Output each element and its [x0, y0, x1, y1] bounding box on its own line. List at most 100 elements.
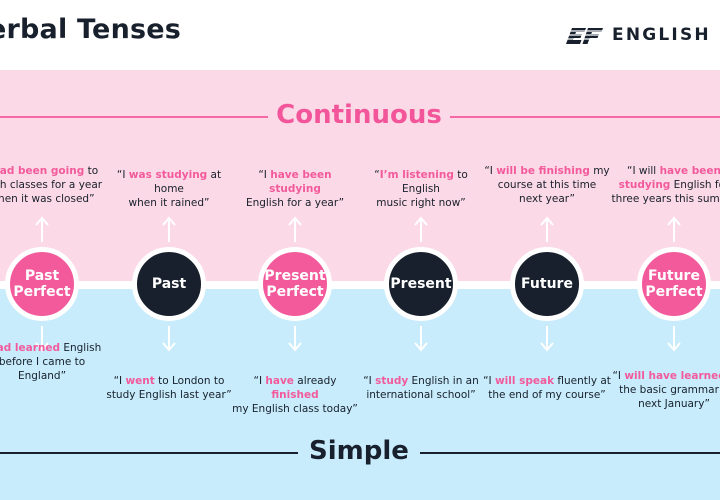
example-text: the basic grammar b — [619, 384, 720, 396]
arrow-up-icon — [414, 216, 428, 242]
example-text: “I — [484, 165, 497, 177]
example-text: fluently at — [554, 375, 611, 387]
example-text: when it was closed” — [0, 193, 95, 205]
example-text: “I — [253, 375, 266, 387]
ef-logo-icon — [566, 28, 604, 44]
example-text: at home — [154, 169, 222, 195]
continuous-rule-left — [0, 116, 268, 118]
arrow-up-icon — [288, 216, 302, 242]
example-text: to English — [402, 169, 468, 195]
arrow-up-icon — [162, 216, 176, 242]
example-text: my English class today” — [232, 403, 358, 415]
example-text: before I came to — [0, 356, 86, 368]
logo-text: ENGLISH LI — [612, 25, 720, 45]
tense-label: Present — [390, 276, 452, 292]
highlighted-verb: will be finishing — [496, 165, 590, 177]
continuous-example: “I will have been studying English for thr… — [610, 164, 720, 206]
example-text: to — [84, 165, 99, 177]
tense-node[interactable]: Present — [384, 247, 458, 321]
example-text: “I — [258, 169, 271, 181]
simple-example: “I study English in an international scho… — [357, 374, 485, 402]
header: erbal Tenses ENGLISH LI — [0, 0, 720, 70]
continuous-example: “I was studying at home when it rained” — [105, 168, 233, 210]
example-text: to London to — [154, 375, 225, 387]
example-text: study English last year” — [106, 389, 232, 401]
simple-example: “I will have learned athe basic grammar … — [610, 369, 720, 411]
highlighted-verb: will have learned — [624, 370, 720, 382]
simple-example: “I have already finished my English class… — [231, 374, 359, 416]
arrow-down-icon — [162, 326, 176, 352]
example-text: international school” — [366, 389, 476, 401]
continuous-example: I had been going toglish classes for a y… — [0, 164, 106, 206]
highlighted-verb: finished — [271, 389, 319, 401]
highlighted-verb: went — [125, 375, 155, 387]
highlighted-verb: have — [265, 375, 294, 387]
continuous-title: Continuous — [276, 100, 442, 130]
highlighted-verb: will speak — [494, 375, 555, 387]
tense-node[interactable]: Past — [132, 247, 206, 321]
arrow-down-icon — [414, 326, 428, 352]
arrow-up-icon — [540, 216, 554, 242]
simple-rule-left — [0, 452, 298, 454]
example-text: course at this time — [497, 179, 597, 191]
example-text: when it rained” — [128, 197, 210, 209]
simple-title: Simple — [309, 436, 409, 466]
continuous-example: “I will be finishing my course at this ti… — [483, 164, 611, 206]
example-text: music right now” — [376, 197, 466, 209]
example-text: “I — [363, 375, 376, 387]
example-text: three years this summe — [611, 193, 720, 205]
arrow-up-icon — [35, 216, 49, 242]
arrow-down-icon — [35, 326, 49, 352]
timeline-line — [0, 281, 720, 289]
highlighted-verb: have been studying — [269, 169, 332, 195]
arrow-down-icon — [667, 326, 681, 352]
highlighted-verb: I’m listening — [379, 169, 454, 181]
simple-example: “I will speak fluently at the end of my c… — [483, 374, 611, 402]
highlighted-verb: had learned — [0, 342, 60, 354]
brand-logo[interactable]: ENGLISH LI — [566, 22, 720, 48]
simple-example: “I went to London to study English last y… — [105, 374, 233, 402]
example-text: “I will — [627, 165, 660, 177]
example-text: English for — [673, 179, 720, 191]
example-text: glish classes for a year — [0, 179, 103, 191]
arrow-down-icon — [288, 326, 302, 352]
highlighted-verb: study — [375, 375, 409, 387]
page-title: erbal Tenses — [0, 14, 182, 45]
example-text: English — [60, 342, 102, 354]
highlighted-verb: have been — [659, 165, 720, 177]
example-text: next January” — [638, 398, 710, 410]
highlighted-verb: had been going — [0, 165, 85, 177]
example-text: next year” — [519, 193, 575, 205]
highlighted-verb: studying — [618, 179, 671, 191]
example-text: England” — [17, 370, 67, 382]
example-text: “I — [116, 169, 129, 181]
example-text: my — [589, 165, 610, 177]
tense-label: Future — [521, 276, 573, 292]
tense-node[interactable]: Future — [510, 247, 584, 321]
arrow-down-icon — [540, 326, 554, 352]
tense-label: Past — [151, 276, 187, 292]
arrow-up-icon — [667, 216, 681, 242]
example-text: English for a year” — [245, 197, 345, 209]
example-text: the end of my course” — [488, 389, 606, 401]
highlighted-verb: was studying — [128, 169, 208, 181]
simple-rule-right — [420, 452, 720, 454]
example-text: “ — [374, 169, 380, 181]
simple-band — [0, 285, 720, 500]
continuous-example: “I’m listening to English music right now… — [357, 168, 485, 210]
continuous-band — [0, 70, 720, 285]
continuous-rule-right — [450, 116, 720, 118]
example-text: already — [293, 375, 337, 387]
example-text: “I — [612, 370, 625, 382]
example-text: “I — [113, 375, 126, 387]
example-text: English in an — [408, 375, 479, 387]
example-text: “I — [483, 375, 495, 387]
